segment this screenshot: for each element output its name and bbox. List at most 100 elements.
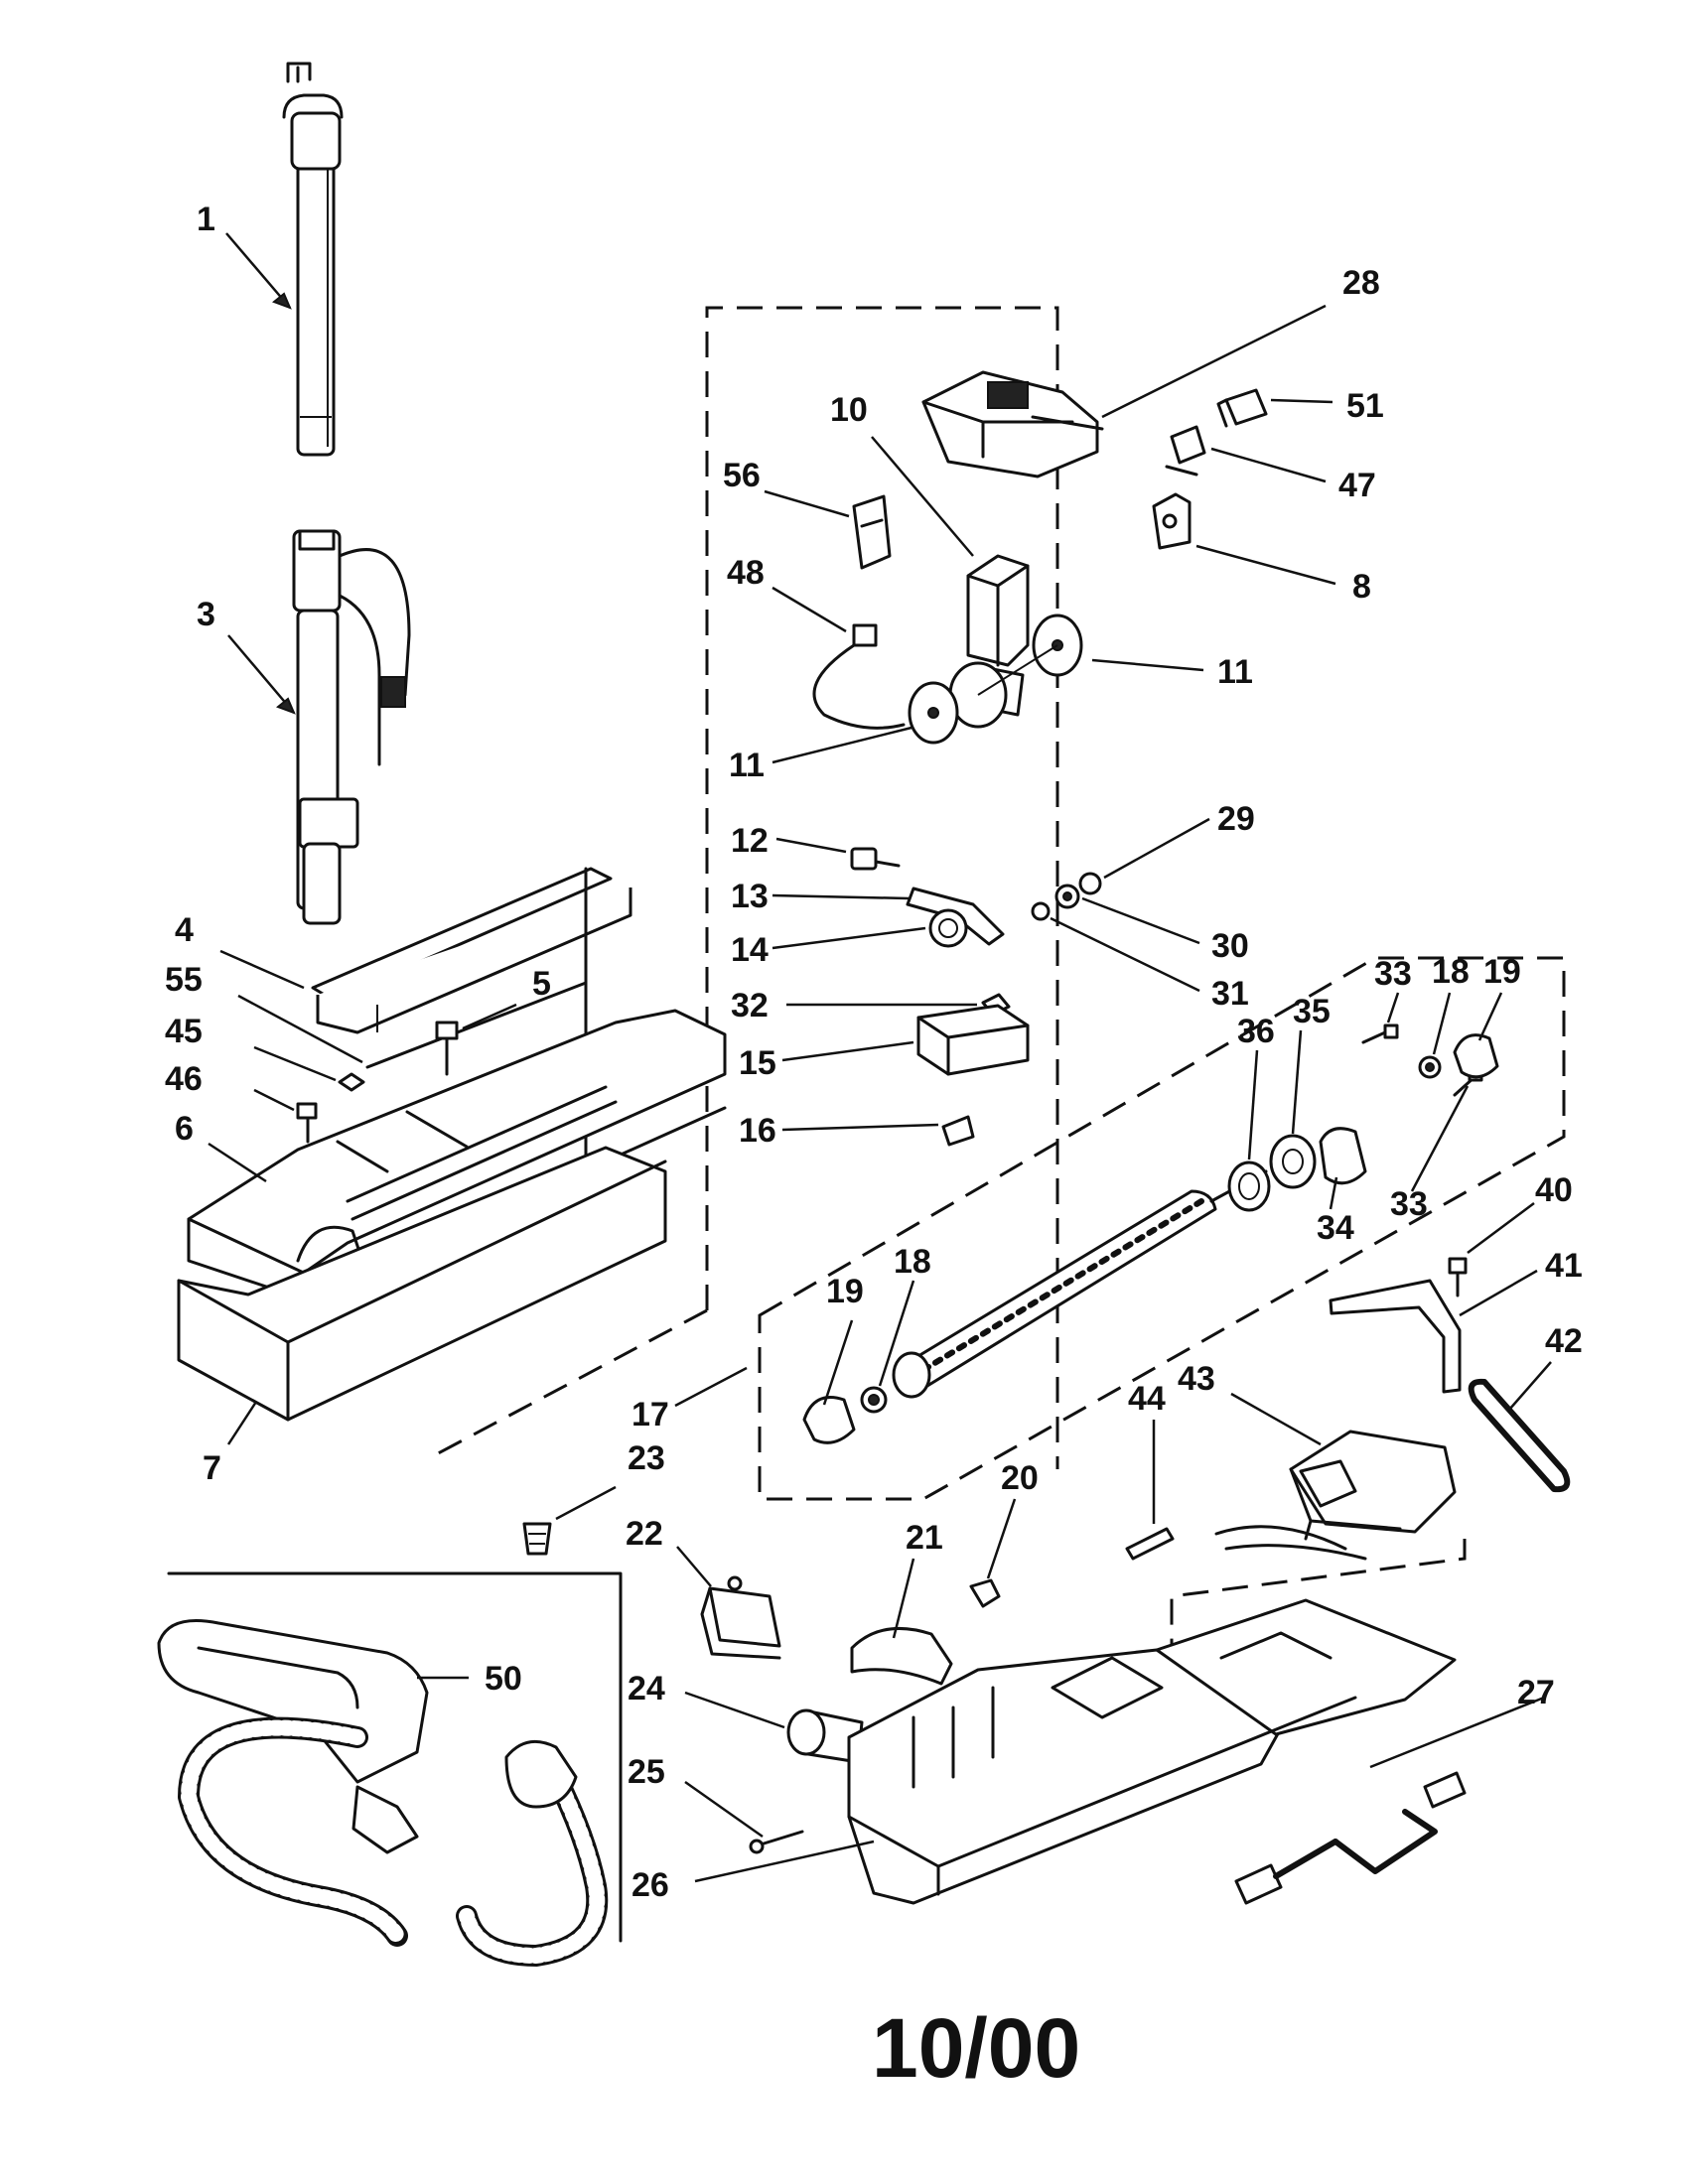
- callout-31: 31: [1211, 975, 1249, 1013]
- callout-35: 35: [1293, 993, 1331, 1030]
- callout-11b: 11: [729, 747, 765, 784]
- callout-48: 48: [727, 554, 765, 592]
- part-23-cap: [522, 1522, 552, 1556]
- callout-18a: 18: [1432, 953, 1470, 991]
- callout-28: 28: [1342, 264, 1380, 302]
- part-42-belt: [1468, 1378, 1571, 1493]
- assembly-boundary-motor: [1170, 1539, 1467, 1648]
- callout-10: 10: [830, 391, 868, 429]
- part-18-bearing-right: [1418, 1055, 1442, 1079]
- part-19-endcap-right: [1453, 1033, 1499, 1079]
- part-44-strip: [1125, 1527, 1175, 1561]
- part-56-bracket: [852, 494, 892, 570]
- callout-55: 55: [165, 961, 203, 999]
- callout-19b: 19: [826, 1273, 864, 1310]
- leader-lines: [208, 232, 1552, 1883]
- part-26-base-plate: [847, 1598, 1457, 1905]
- callout-16: 16: [739, 1112, 776, 1150]
- callout-32: 32: [731, 987, 769, 1024]
- inset-box-hose: [167, 1571, 623, 1943]
- part-14-knob: [928, 908, 968, 948]
- part-34-bearing-end: [1319, 1127, 1367, 1185]
- part-48-bracket: [812, 623, 906, 730]
- callout-24: 24: [628, 1670, 665, 1707]
- callout-1: 1: [197, 201, 215, 238]
- part-3-lower-handle: [292, 529, 411, 925]
- assembly-boundary-brushroll: [758, 956, 1566, 1501]
- callout-3: 3: [197, 596, 215, 633]
- callout-19a: 19: [1483, 953, 1521, 991]
- part-36-ring: [1227, 1160, 1271, 1212]
- part-31-washer: [1031, 901, 1051, 921]
- part-4-cover: [311, 867, 632, 1208]
- callout-46: 46: [165, 1060, 203, 1098]
- part-17-brushroll: [892, 1169, 1268, 1399]
- callout-40: 40: [1535, 1171, 1573, 1209]
- callout-13: 13: [731, 878, 769, 915]
- callout-41: 41: [1545, 1247, 1583, 1285]
- part-51-bulb: [1216, 388, 1268, 428]
- callout-42: 42: [1545, 1322, 1583, 1360]
- part-21-guard: [850, 1627, 953, 1686]
- part-35-gear: [1269, 1134, 1317, 1189]
- part-22-switch-box: [700, 1575, 781, 1660]
- part-46-clip: [296, 1102, 318, 1144]
- callout-33b: 33: [1390, 1185, 1428, 1223]
- callout-51: 51: [1346, 387, 1384, 425]
- part-1-upper-handle: [282, 62, 344, 457]
- callout-15: 15: [739, 1044, 776, 1082]
- part-20-clip: [969, 1578, 1001, 1608]
- callout-5: 5: [532, 965, 551, 1003]
- callout-20: 20: [1001, 1459, 1039, 1497]
- footer-date: 10/00: [872, 2001, 1080, 2095]
- callout-50: 50: [485, 1660, 522, 1698]
- part-29-washer: [1078, 872, 1102, 895]
- callout-14: 14: [731, 931, 769, 969]
- part-55-strip: [365, 981, 588, 1069]
- callout-12: 12: [731, 822, 769, 860]
- callout-34: 34: [1317, 1209, 1354, 1247]
- part-27-handle-crank: [1234, 1771, 1467, 1905]
- part-41-bracket: [1329, 1279, 1462, 1394]
- callout-8: 8: [1352, 568, 1371, 606]
- callout-45: 45: [165, 1013, 203, 1050]
- callout-33a: 33: [1374, 955, 1412, 993]
- callout-11a: 11: [1217, 653, 1253, 691]
- part-16-pad: [941, 1115, 975, 1147]
- part-30-bushing: [1054, 884, 1080, 909]
- callout-27: 27: [1517, 1674, 1555, 1711]
- callout-18b: 18: [894, 1243, 931, 1281]
- callout-43: 43: [1178, 1360, 1215, 1398]
- part-12-button: [850, 847, 901, 871]
- part-47-socket: [1165, 425, 1206, 477]
- part-19-endcap-left: [802, 1396, 856, 1444]
- part-7-base-housing: [177, 1146, 667, 1422]
- callout-56: 56: [723, 457, 761, 494]
- callout-6: 6: [175, 1110, 194, 1148]
- part-45-pad: [338, 1072, 365, 1092]
- part-11-wheels: [908, 614, 1083, 745]
- callout-labels: 1 3 4 55 5 45 46 6 7 23 50 28 51 47 10 5…: [165, 201, 1583, 1904]
- callout-17: 17: [632, 1396, 669, 1433]
- part-5-screw: [435, 1021, 459, 1076]
- part-25-pin: [749, 1830, 804, 1854]
- part-50-hose: [157, 1619, 609, 1967]
- callout-47: 47: [1338, 467, 1376, 504]
- callout-4: 4: [175, 911, 194, 949]
- callout-44: 44: [1128, 1380, 1166, 1418]
- assembly-boundary-upper: [426, 306, 1059, 1469]
- callout-29: 29: [1217, 800, 1255, 838]
- callout-26: 26: [632, 1866, 669, 1904]
- callout-36: 36: [1237, 1013, 1275, 1050]
- part-18-bearing-left: [860, 1386, 888, 1414]
- callout-7: 7: [203, 1449, 221, 1487]
- part-28-switch-assembly: [921, 370, 1104, 478]
- part-40-screw: [1448, 1257, 1468, 1297]
- callout-22: 22: [626, 1515, 663, 1553]
- callout-25: 25: [628, 1753, 665, 1791]
- callout-30: 30: [1211, 927, 1249, 965]
- part-43-motor: [1214, 1430, 1457, 1561]
- callout-23: 23: [628, 1439, 665, 1477]
